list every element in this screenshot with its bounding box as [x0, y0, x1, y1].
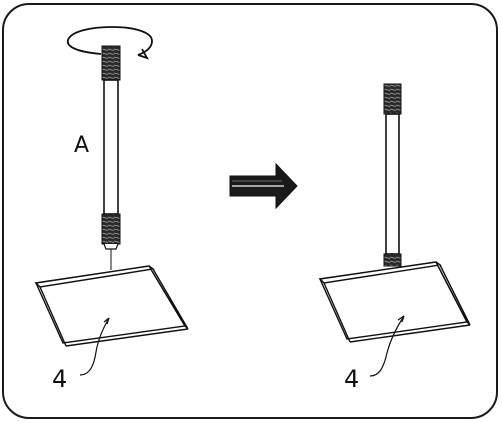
right-assembly: 4 [318, 83, 471, 393]
rod-bottom-thread-right [383, 253, 402, 267]
plate-right [318, 261, 471, 343]
rod-top-thread-right [383, 83, 402, 115]
right-arrow-icon [229, 162, 298, 210]
part-label-right: 4 [344, 365, 359, 393]
rod-label-a: A [74, 133, 89, 158]
left-assembly: A 4 [34, 26, 189, 393]
rod-shaft-right [385, 113, 400, 255]
plate-left [34, 265, 189, 347]
rod-bottom-thread [101, 213, 121, 245]
leader-line-right [369, 315, 405, 377]
leader-line-left [79, 317, 110, 376]
rod-tip [103, 243, 119, 250]
diagram-frame [2, 3, 498, 419]
rotation-arrow-icon [67, 26, 153, 60]
rod-shaft [103, 79, 119, 215]
part-label-left: 4 [52, 365, 67, 393]
rod-top-thread [101, 45, 121, 81]
